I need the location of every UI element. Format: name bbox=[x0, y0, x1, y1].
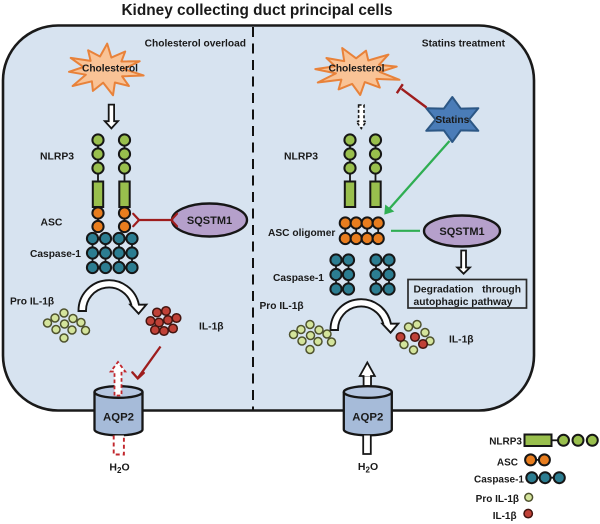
svg-text:IL-1β: IL-1β bbox=[493, 511, 517, 522]
svg-text:NLRP3: NLRP3 bbox=[489, 437, 522, 448]
svg-text:H2O: H2O bbox=[109, 462, 129, 476]
svg-text:ASC: ASC bbox=[497, 458, 518, 469]
svg-text:NLRP3: NLRP3 bbox=[284, 152, 318, 163]
svg-text:Caspase-1: Caspase-1 bbox=[30, 249, 81, 260]
svg-text:ASC: ASC bbox=[41, 218, 63, 229]
svg-text:through: through bbox=[482, 284, 521, 295]
svg-text:AQP2: AQP2 bbox=[103, 411, 134, 423]
svg-text:Pro IL-1β: Pro IL-1β bbox=[476, 494, 519, 505]
svg-text:Caspase-1: Caspase-1 bbox=[474, 475, 524, 486]
svg-text:autophagic pathway: autophagic pathway bbox=[414, 297, 513, 308]
svg-text:Pro IL-1β: Pro IL-1β bbox=[260, 301, 304, 312]
svg-text:Cholesterol: Cholesterol bbox=[328, 64, 384, 75]
svg-text:Pro IL-1β: Pro IL-1β bbox=[10, 297, 54, 308]
svg-text:SQSTM1: SQSTM1 bbox=[187, 215, 232, 227]
svg-text:Cholesterol overload: Cholesterol overload bbox=[145, 38, 246, 49]
svg-text:IL-1β: IL-1β bbox=[449, 335, 474, 346]
svg-text:Degradation: Degradation bbox=[414, 284, 474, 295]
svg-text:H2O: H2O bbox=[358, 461, 378, 475]
svg-text:ASC oligomer: ASC oligomer bbox=[268, 228, 335, 239]
svg-text:AQP2: AQP2 bbox=[352, 411, 383, 423]
svg-text:NLRP3: NLRP3 bbox=[40, 152, 74, 163]
svg-text:Caspase-1: Caspase-1 bbox=[273, 273, 324, 284]
svg-text:Statins treatment: Statins treatment bbox=[422, 38, 506, 49]
svg-text:Statins: Statins bbox=[435, 115, 469, 126]
svg-text:IL-1β: IL-1β bbox=[199, 322, 224, 333]
svg-text:SQSTM1: SQSTM1 bbox=[439, 226, 484, 238]
svg-text:Cholesterol: Cholesterol bbox=[82, 64, 138, 75]
svg-text:Kidney collecting duct princip: Kidney collecting duct principal cells bbox=[121, 2, 392, 19]
